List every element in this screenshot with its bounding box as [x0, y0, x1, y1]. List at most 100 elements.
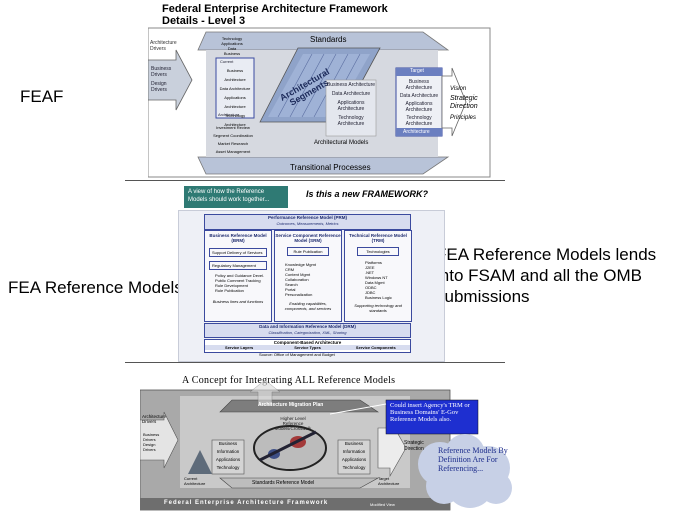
center-item: Applications Architecture	[337, 100, 365, 112]
srm-list: Knowledge Mgmt CRM Content Mgmt Collabor…	[285, 262, 337, 297]
center-item: Data Architecture	[331, 91, 371, 97]
target-list: Business Architecture Data Architecture …	[396, 79, 442, 127]
brm-list-item: Public Comment Tracking	[215, 278, 261, 283]
trm-list-item: Windows NT	[365, 275, 388, 280]
strategic-direction-label-3: Strategic Direction	[404, 440, 424, 452]
left-architecture-item: Business	[218, 441, 238, 446]
architectural-models-label: Architectural Models	[314, 140, 369, 146]
srm-list-item: Collaboration	[285, 277, 309, 282]
srm-list-item: Personalization	[285, 292, 313, 297]
drm-subtitle: Classification, Categorization, XML, Sha…	[268, 330, 347, 335]
trm-column: Technical Reference Model (TRM) Technolo…	[344, 230, 412, 322]
design-drivers-label-3: Design Drivers	[143, 442, 156, 452]
brm-title: Business Reference Model (BRM)	[209, 233, 267, 243]
target-architecture-label-3: Target Architecture	[378, 476, 400, 486]
prm-subtitle: Outcomes, Measurements, Metrics	[276, 221, 339, 226]
brm-list-item: Policy and Guidance Devel.	[215, 273, 265, 278]
center-item: Business Architecture	[326, 82, 376, 88]
srm-caption: Enabling capabilities, components, and s…	[284, 301, 332, 311]
reference-models-diagram: A view of how the Reference Models shoul…	[178, 186, 446, 362]
target-label: Target	[410, 68, 424, 74]
current-list: Business Architecture Data Architecture …	[216, 66, 254, 129]
left-architecture-item: Applications	[215, 457, 241, 462]
current-architecture-label: Architecture	[218, 112, 240, 117]
right-architecture-list: Business Information Applications Techno…	[339, 440, 369, 472]
srm-box: Rule Publication	[287, 247, 329, 256]
fea-reference-models-note: FEA Reference Models lends into FSAM and…	[436, 245, 657, 306]
trm-box: Technologies	[357, 247, 399, 256]
left-bottom-item: Investment Review	[216, 125, 250, 130]
prm-title: Performance Reference Model (PRM)	[267, 215, 348, 220]
integration-concept-title: A Concept for Integrating ALL Reference …	[182, 375, 396, 386]
srm-list-item: Knowledge Mgmt	[285, 262, 316, 267]
reference-models-cloud-text: Reference Models By Definition Are For R…	[438, 446, 508, 473]
divider-top	[125, 180, 505, 181]
brm-list-item: Rule Publication	[215, 288, 244, 293]
trm-list-item: Business Logic	[365, 295, 392, 300]
business-drivers-label-3: Business Drivers	[143, 432, 160, 442]
integration-graphic	[140, 379, 512, 511]
new-framework-question: Is this a new FRAMEWORK?	[306, 189, 429, 199]
feaf-title-line1: Federal Enterprise Architecture Framewor…	[162, 3, 388, 15]
business-drivers-label: Business Drivers	[151, 66, 172, 78]
fea-reference-models-label: FEA Reference Models	[8, 278, 183, 297]
feaf-graphic	[148, 27, 491, 178]
current-item: Technology Architecture	[224, 113, 246, 127]
target-item: Applications Architecture	[405, 101, 433, 113]
left-top-item: Technology	[221, 36, 243, 41]
left-top-item: Data	[227, 46, 237, 51]
prm-box: Performance Reference Model (PRM) Outcom…	[204, 214, 411, 230]
cba-title: Component-Based Architecture	[273, 340, 342, 345]
brm-caption: Business lines and functions	[212, 299, 264, 304]
feaf-title-line2: Details - Level 3	[162, 15, 246, 27]
source-note: Source: Office of Management and Budget	[259, 352, 335, 357]
center-item: Technology Architecture	[337, 115, 365, 127]
brm-box-regulatory: Regulatory Management	[209, 261, 267, 270]
design-drivers-label: Design Drivers	[151, 81, 167, 93]
left-bottom-item: Segment Coordination	[213, 133, 253, 138]
target-item: Business Architecture	[405, 79, 433, 91]
left-architecture-item: Technology	[216, 465, 240, 470]
trm-list-item: Platforms	[365, 260, 382, 265]
reference-models-panel: Performance Reference Model (PRM) Outcom…	[178, 210, 445, 362]
principles-label: Principles	[450, 115, 477, 121]
srm-column: Service Component Reference Model (SRM) …	[274, 230, 342, 322]
brm-column: Business Reference Model (BRM) Support D…	[204, 230, 272, 322]
brm-list-item: Rule Development	[215, 283, 248, 288]
cba-columns: Service Layers Service Types Service Com…	[205, 345, 410, 350]
trm-caption: Supporting technology and standards	[354, 303, 402, 313]
target-item: Technology Architecture	[405, 115, 433, 127]
trm-list-item: JDBC	[365, 290, 376, 295]
integration-concept-diagram: A Concept for Integrating ALL Reference …	[140, 372, 520, 512]
architecture-drivers-label-3: Architecture Drivers	[142, 414, 167, 424]
left-bottom-item: Market Research	[217, 141, 249, 146]
current-architecture-label-3: Current Architecture	[184, 476, 206, 486]
right-architecture-item: Information	[342, 449, 366, 454]
left-top-list: Technology Applications Data Business	[208, 36, 256, 56]
reference-models-banner: A view of how the Reference Models shoul…	[184, 186, 288, 208]
feaf-diagram: Federal Enterprise Architecture Framewor…	[148, 2, 500, 178]
strategic-direction-label: Strategic Direction	[450, 95, 478, 110]
right-architecture-item: Technology	[342, 465, 366, 470]
srm-list-item: Portal	[285, 287, 296, 292]
divider-middle	[125, 362, 505, 363]
trm-list-item: J2EE	[365, 265, 375, 270]
trm-list-item: Data Mgmt	[365, 280, 385, 285]
center-architecture-list: Business Architecture Data Architecture …	[326, 82, 376, 127]
trm-list: Platforms J2EE .NET Windows NT Data Mgmt…	[365, 260, 407, 300]
cba-column: Service Layers	[225, 345, 254, 350]
cba-column: Service Types	[294, 345, 321, 350]
drm-box: Data and Information Reference Model (DR…	[204, 323, 411, 338]
architecture-drivers-label: Architecture Drivers	[150, 40, 177, 52]
left-architecture-item: Information	[216, 449, 240, 454]
integration-footer: Federal Enterprise Architecture Framewor…	[164, 500, 329, 506]
migration-plan-label: Architecture Migration Plan	[258, 402, 324, 408]
current-item: Applications Architecture	[224, 95, 246, 109]
right-architecture-item: Applications	[341, 457, 367, 462]
cba-column: Service Components	[355, 345, 396, 350]
srm-list-item: Search	[285, 282, 298, 287]
left-bottom-list: Investment Review Segment Coordination M…	[210, 124, 256, 156]
transitional-processes-label: Transitional Processes	[290, 163, 371, 172]
target-architecture-label: Architecture	[403, 129, 430, 135]
standards-reference-label: Standards Reference Model	[252, 480, 315, 486]
